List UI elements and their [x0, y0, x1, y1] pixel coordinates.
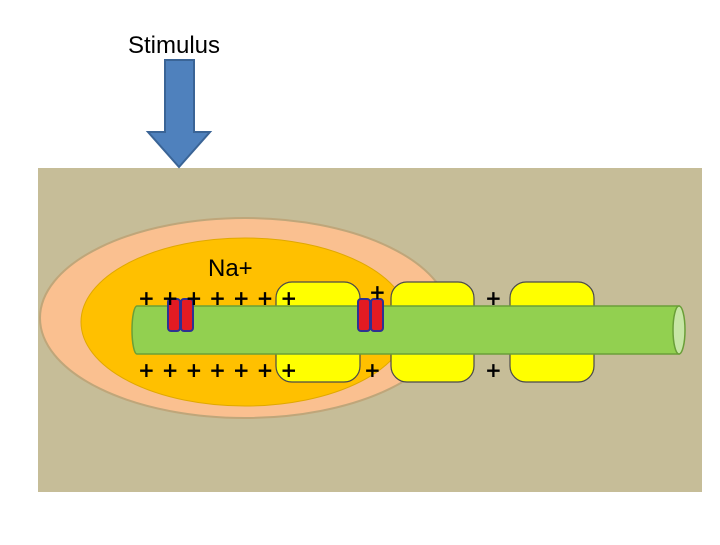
charge-node-1-bottom: + [364, 358, 381, 382]
sodium-ion-label: Na+ [208, 255, 253, 282]
charge-row-bottom-left: + + + + + + + [138, 358, 298, 382]
sodium-channel-1 [167, 298, 194, 332]
sodium-channel-2 [357, 298, 384, 332]
axon [131, 305, 680, 355]
charge-row-top-left: + + + + + + + [138, 286, 298, 310]
stimulus-label: Stimulus [128, 32, 221, 59]
charge-node-1-top: + [369, 280, 386, 304]
axon-end [672, 305, 686, 355]
stimulus-arrow [145, 59, 213, 169]
charge-node-2-top: + [485, 286, 502, 310]
charge-node-2-bottom: + [485, 358, 502, 382]
